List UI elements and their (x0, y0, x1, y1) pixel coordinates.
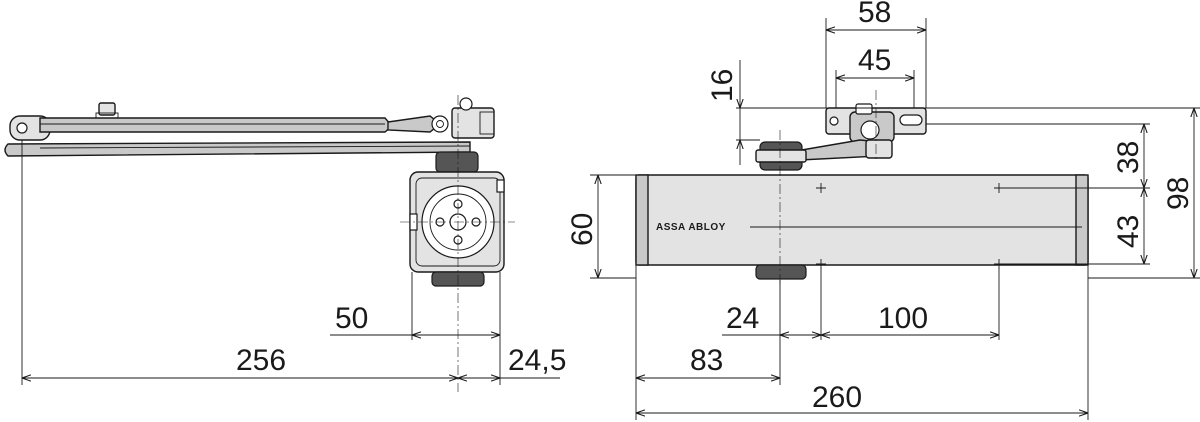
label-front-bracket-hole-spacing: 45 (858, 44, 891, 77)
brand-logo: ASSA ABLOY (656, 222, 726, 233)
label-front-pinion-offset: 83 (690, 344, 723, 377)
label-front-pinion-to-hole: 24 (726, 302, 759, 335)
dim-side-bracket-depth: 24,5 (458, 344, 566, 378)
dim-front-pinion-offset: 83 (636, 344, 780, 378)
dim-front-bracket-width: 58 (826, 0, 926, 30)
dim-side-bracket-offset: 50 (330, 302, 500, 335)
dim-front-total-height: 98 (1162, 108, 1195, 278)
front-view-pinion (755, 139, 893, 171)
dim-front-hole-spacing: 100 (821, 302, 999, 335)
label-front-body-height: 60 (566, 213, 599, 246)
dim-front-body-height: 60 (566, 175, 599, 278)
label-front-bracket-height: 16 (706, 69, 739, 102)
front-view-body: ASSA ABLOY (635, 174, 1089, 280)
label-side-bracket-depth: 24,5 (508, 344, 566, 377)
dim-side-arm-length: 256 (22, 344, 458, 378)
label-front-body-length: 260 (812, 381, 862, 414)
dim-front-upper-height: 38 (1112, 124, 1145, 188)
label-front-total-height: 98 (1162, 177, 1195, 210)
front-view: ASSA ABLOY 58 (566, 0, 1200, 420)
dim-front-pinion-to-hole: 24 (722, 302, 821, 335)
dim-front-bracket-height: 16 (706, 60, 740, 165)
side-view: 50 256 24,5 (4, 95, 566, 392)
dim-front-lower-height: 43 (1112, 188, 1145, 264)
label-side-arm-length: 256 (236, 344, 286, 377)
label-front-bracket-width: 58 (858, 0, 891, 29)
dim-front-bracket-hole-spacing: 45 (836, 44, 914, 78)
label-side-bracket-offset: 50 (335, 302, 368, 335)
label-front-hole-spacing: 100 (878, 302, 928, 335)
side-view-bracket (409, 151, 505, 287)
side-view-arm (4, 97, 495, 157)
dim-front-body-length: 260 (636, 381, 1088, 414)
label-front-upper-height: 38 (1112, 141, 1145, 174)
label-front-lower-height: 43 (1112, 215, 1145, 248)
